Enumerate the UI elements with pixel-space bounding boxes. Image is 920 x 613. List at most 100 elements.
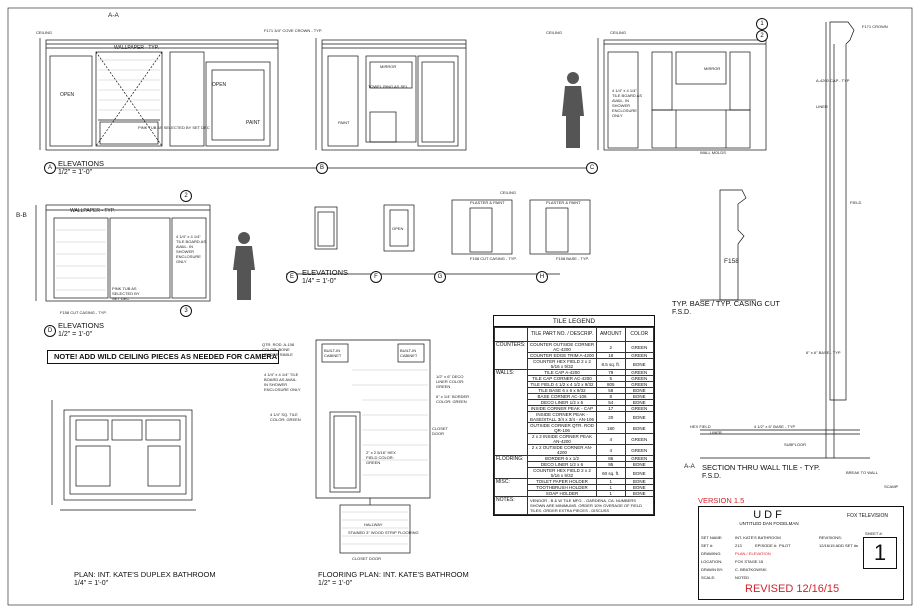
revisions-label: REVISIONS: — [819, 535, 842, 540]
tile-legend-color: BONE — [624, 422, 655, 434]
section-tag-a-a: A-A — [108, 12, 119, 19]
revision-1: 12/16/15 ADD SET #s — [819, 543, 859, 548]
tile-legend-header-blank — [494, 327, 528, 342]
tile-legend-color: GREEN — [624, 433, 655, 445]
location-label: LOCATION: — [701, 559, 723, 564]
section-base2-note: 4 1/2" x 6" BASE - TYP — [754, 424, 796, 429]
tile-legend-amount: 8.5 sq. ft. — [596, 358, 626, 370]
set-no-label: SET #: — [701, 543, 714, 548]
show-title: UDF — [753, 509, 785, 521]
section-tag: A-A — [684, 463, 695, 470]
elevation-a-frame — [45, 39, 279, 151]
tile-legend-color: GREEN — [624, 341, 655, 353]
section-cap-note: A-4200 CAP - TYP — [816, 78, 850, 83]
qtr-rod-note: QTR. ROD. A-106 COLOR: BONE HEADER SIMIL… — [262, 342, 295, 357]
pink-tub-note: PINK TUB AS SELECTED BY SET DEC — [138, 125, 210, 130]
paint-note-b: PAINT — [338, 120, 350, 125]
section-field-note: FIELD — [850, 200, 862, 205]
sheet-label: SHEET #: — [865, 531, 883, 536]
tile-legend-title: TILE LEGEND — [494, 316, 654, 327]
tile-board-note-plan: 4 1/4" x 4 1/4" TILE BOARD AS AVAIL. IN … — [264, 372, 301, 392]
elevation-a-shower — [95, 51, 163, 147]
wallpaper-note-d: WALLPAPER - TYP. — [70, 208, 115, 214]
tile-legend-header-color: COLOR — [624, 327, 655, 342]
open-note-2: OPEN — [212, 82, 227, 88]
elevation-h-bubble: H — [536, 271, 548, 283]
scale: NOTED — [735, 575, 749, 580]
elevation-b-door — [417, 55, 459, 147]
ceiling-note-small: CEILING — [500, 190, 517, 195]
section-hex-note: HEX FIELD — [690, 424, 711, 429]
wall-section-title: SECTION THRU WALL TILE - TYP. — [702, 463, 821, 472]
plaster-note-2: PLASTER & PAINT — [546, 200, 581, 205]
plan-left-title: PLAN: INT. KATE'S DUPLEX BATHROOM — [74, 570, 216, 579]
plan-left-scale: 1/4" = 1'-0" — [74, 580, 109, 587]
tile-legend-desc: COUNTER HEX FIELD 2 x 2 5/16 x 9/32 — [526, 358, 598, 370]
elevation-d-scale: 1/2" = 1'-0" — [58, 331, 93, 338]
elevation-d-frame — [45, 204, 211, 302]
elevation-c-bubble-1: 1 — [756, 18, 768, 30]
section-liner-note: LINER — [816, 104, 828, 109]
pink-tub-note-d: PINK TUB AS SELECTED BY SET DEC — [112, 286, 140, 301]
open-note-1: OPEN — [60, 92, 75, 98]
scamp-label: SCAMP — [884, 484, 899, 489]
tile-legend-desc: TOILET PAPER HOLDER — [526, 478, 598, 485]
tile-legend-color: BONE — [624, 411, 655, 423]
tile-legend-desc: TILE FIELD 4 1/2 x 4 1/2 x 9/32 — [526, 381, 598, 388]
drawn-by-label: DRAWN BY: — [701, 567, 724, 572]
section-break-note: BREAK TO WALL — [846, 470, 878, 475]
tile-legend-desc: INSIDE CORNER PEAK - BASE/STALL 3/4 x 3/… — [526, 411, 598, 423]
tile-legend-amount: 4 — [596, 433, 626, 445]
elevation-d-bubble-3: 3 — [180, 305, 192, 317]
elevation-g-bubble: G — [434, 271, 446, 283]
tile-legend: TILE LEGEND TILE PART NO. / DESCRIP. AMO… — [493, 315, 655, 516]
plan-center-scale: 1/2" = 1'-0" — [318, 580, 353, 587]
tile-legend-category: WALLS: — [494, 369, 528, 456]
elevation-f-bubble: F — [370, 271, 382, 283]
sheet-number: 1 — [863, 537, 897, 569]
elevations-small-scale: 1/4" = 1'-0" — [302, 278, 337, 285]
drawing-label: DRAWING: — [701, 551, 722, 556]
open-note-small: OPEN — [392, 226, 404, 231]
set-no: 213 — [735, 543, 742, 548]
cabinet-note-1: BUILT-IN CABINET — [324, 348, 342, 358]
drawn-by: C. BRATKOWSKI — [735, 567, 767, 572]
section-liner2-note: LINER — [710, 430, 722, 435]
tile-legend-amount: 60 sq. ft. — [596, 467, 626, 479]
version-label: VERSION 1.5 — [698, 496, 745, 505]
drawing: PLAN / ELEVATION — [735, 551, 771, 556]
scale-figures — [233, 72, 584, 300]
wallpaper-note: WALLPAPER - TYP. — [114, 45, 159, 51]
episode-label: EPISODE #: — [755, 543, 778, 548]
ceiling-note-a: CEILING — [36, 30, 53, 35]
wood-strip-note: STAINED 3" WOOD STRIP FLOORING — [348, 530, 419, 535]
elevation-d-title: ELEVATIONS — [58, 321, 104, 330]
section-tag-b-b: B-B — [16, 212, 27, 219]
elevation-e-bubble: E — [286, 271, 298, 283]
tile-legend-desc: OUTSIDE CORNER QTR. ROD QR-106 — [526, 422, 598, 434]
elevations-top-scale: 1/2" = 1'-0" — [58, 169, 93, 176]
tile-legend-notes-label: NOTES: — [494, 496, 528, 515]
wall-section-scale: F.S.D. — [702, 473, 722, 480]
plan-center-walls — [315, 339, 431, 499]
elevation-c-bubble: C — [586, 162, 598, 174]
elevation-d-shower — [53, 217, 109, 299]
tile-legend-color: GREEN — [624, 444, 655, 456]
base-note-small: F158 BASE - TYP. — [556, 256, 589, 261]
tile-legend-table: TILE PART NO. / DESCRIP. AMOUNT COLOR CO… — [494, 327, 655, 515]
tile-legend-notes: VENDOR - B & W TILE MFG. - GARDENA, CA. … — [526, 496, 655, 515]
tile-legend-amount: 4 — [596, 444, 626, 456]
mirror-note: MIRROR — [380, 64, 397, 69]
casing-profile — [719, 189, 747, 301]
elevation-c-frame — [603, 39, 767, 151]
elevations-small-title: ELEVATIONS — [302, 268, 348, 277]
crown-note: F171 3/4" COVE CROWN - TYP. — [264, 28, 323, 33]
tile-legend-desc: TOOTHBRUSH HOLDER — [526, 484, 598, 491]
plan-center-tub — [329, 411, 361, 493]
elevation-d-bubble-2: 2 — [180, 190, 192, 202]
